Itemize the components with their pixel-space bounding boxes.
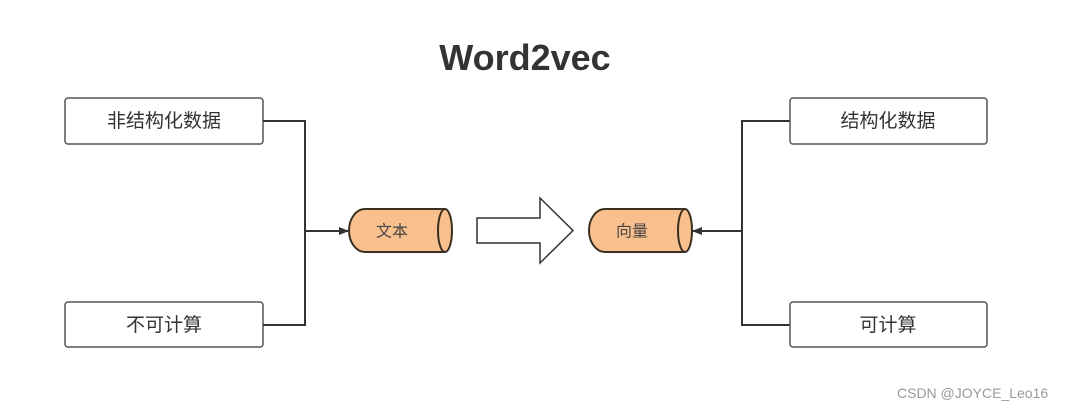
transform-arrow-icon	[476, 196, 575, 265]
right-top-label: 结构化数据	[840, 110, 935, 132]
right-top-box: 结构化数据	[789, 97, 988, 145]
watermark: CSDN @JOYCE_Leo16	[897, 385, 1048, 401]
text-node-label: 文本	[376, 222, 408, 241]
right-bottom-label: 可计算	[859, 314, 916, 336]
text-node-cylinder: 文本	[348, 208, 453, 253]
left-top-label: 非结构化数据	[107, 110, 221, 132]
right-bracket-connector	[741, 120, 790, 326]
left-top-box: 非结构化数据	[64, 97, 264, 145]
left-bracket-connector	[263, 120, 306, 326]
diagram-title: Word2vec	[439, 37, 610, 78]
vector-node-label: 向量	[616, 222, 648, 241]
left-bottom-label: 不可计算	[126, 314, 202, 336]
right-bottom-box: 可计算	[789, 301, 988, 348]
left-bottom-box: 不可计算	[64, 301, 264, 348]
vector-node-cylinder: 向量	[588, 208, 693, 253]
